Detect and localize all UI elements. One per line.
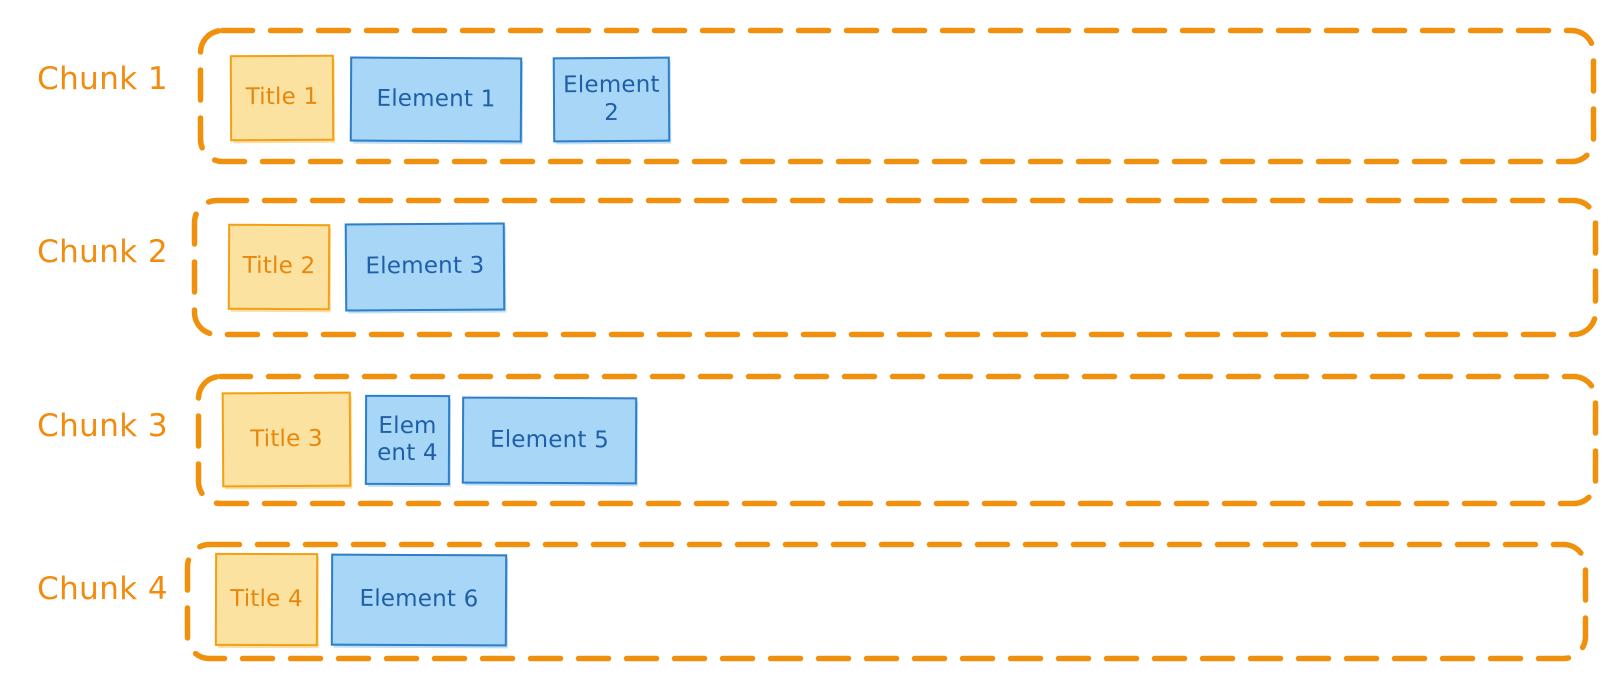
title-card-title-2[interactable]: Title 2 (227, 223, 331, 311)
element-card-element-4[interactable]: Element 4 (364, 394, 451, 486)
chunk-items: Title 1 Element 1 Element 2 (198, 28, 1596, 164)
element-card-element-1[interactable]: Element 1 (349, 56, 523, 143)
card-label: Title 4 (230, 585, 303, 613)
card-label: Title 2 (242, 253, 316, 280)
chunk-container-2: Title 2 Element 3 (191, 197, 1599, 338)
card-label: Title 3 (250, 425, 323, 453)
chunk-items: Title 3 Element 4 Element 5 (196, 374, 1598, 506)
element-card-element-6[interactable]: Element 6 (330, 553, 508, 647)
card-label: Element 3 (365, 253, 485, 280)
element-card-element-5[interactable]: Element 5 (461, 396, 638, 485)
chunk-label-2: Chunk 2 (37, 234, 168, 270)
chunk-label-4: Chunk 4 (37, 571, 168, 607)
element-card-element-2[interactable]: Element 2 (552, 56, 671, 143)
chunk-label-1: Chunk 1 (37, 61, 168, 97)
card-label: Title 1 (245, 84, 319, 111)
chunk-dashed-border (184, 541, 1589, 662)
chunk-container-1: Title 1 Element 1 Element 2 (197, 27, 1597, 165)
chunk-container-4: Title 4 Element 6 (184, 541, 1589, 662)
chunk-items: Title 4 Element 6 (185, 542, 1588, 661)
card-label: Element 1 (376, 85, 496, 113)
card-label: Element 6 (359, 586, 479, 613)
chunk-dashed-border (197, 27, 1597, 165)
card-label: Element 5 (489, 426, 610, 454)
card-label: Element 2 (563, 72, 660, 126)
card-label: Element 4 (377, 412, 438, 467)
chunk-dashed-border (191, 197, 1599, 338)
title-card-title-3[interactable]: Title 3 (221, 391, 352, 488)
chunk-dashed-border (195, 373, 1599, 507)
title-card-title-1[interactable]: Title 1 (229, 54, 335, 142)
chunk-items: Title 2 Element 3 (192, 198, 1598, 337)
element-card-element-3[interactable]: Element 3 (344, 222, 506, 312)
chunk-label-3: Chunk 3 (37, 408, 168, 444)
title-card-title-4[interactable]: Title 4 (214, 552, 319, 647)
chunk-container-3: Title 3 Element 4 Element 5 (195, 373, 1599, 507)
